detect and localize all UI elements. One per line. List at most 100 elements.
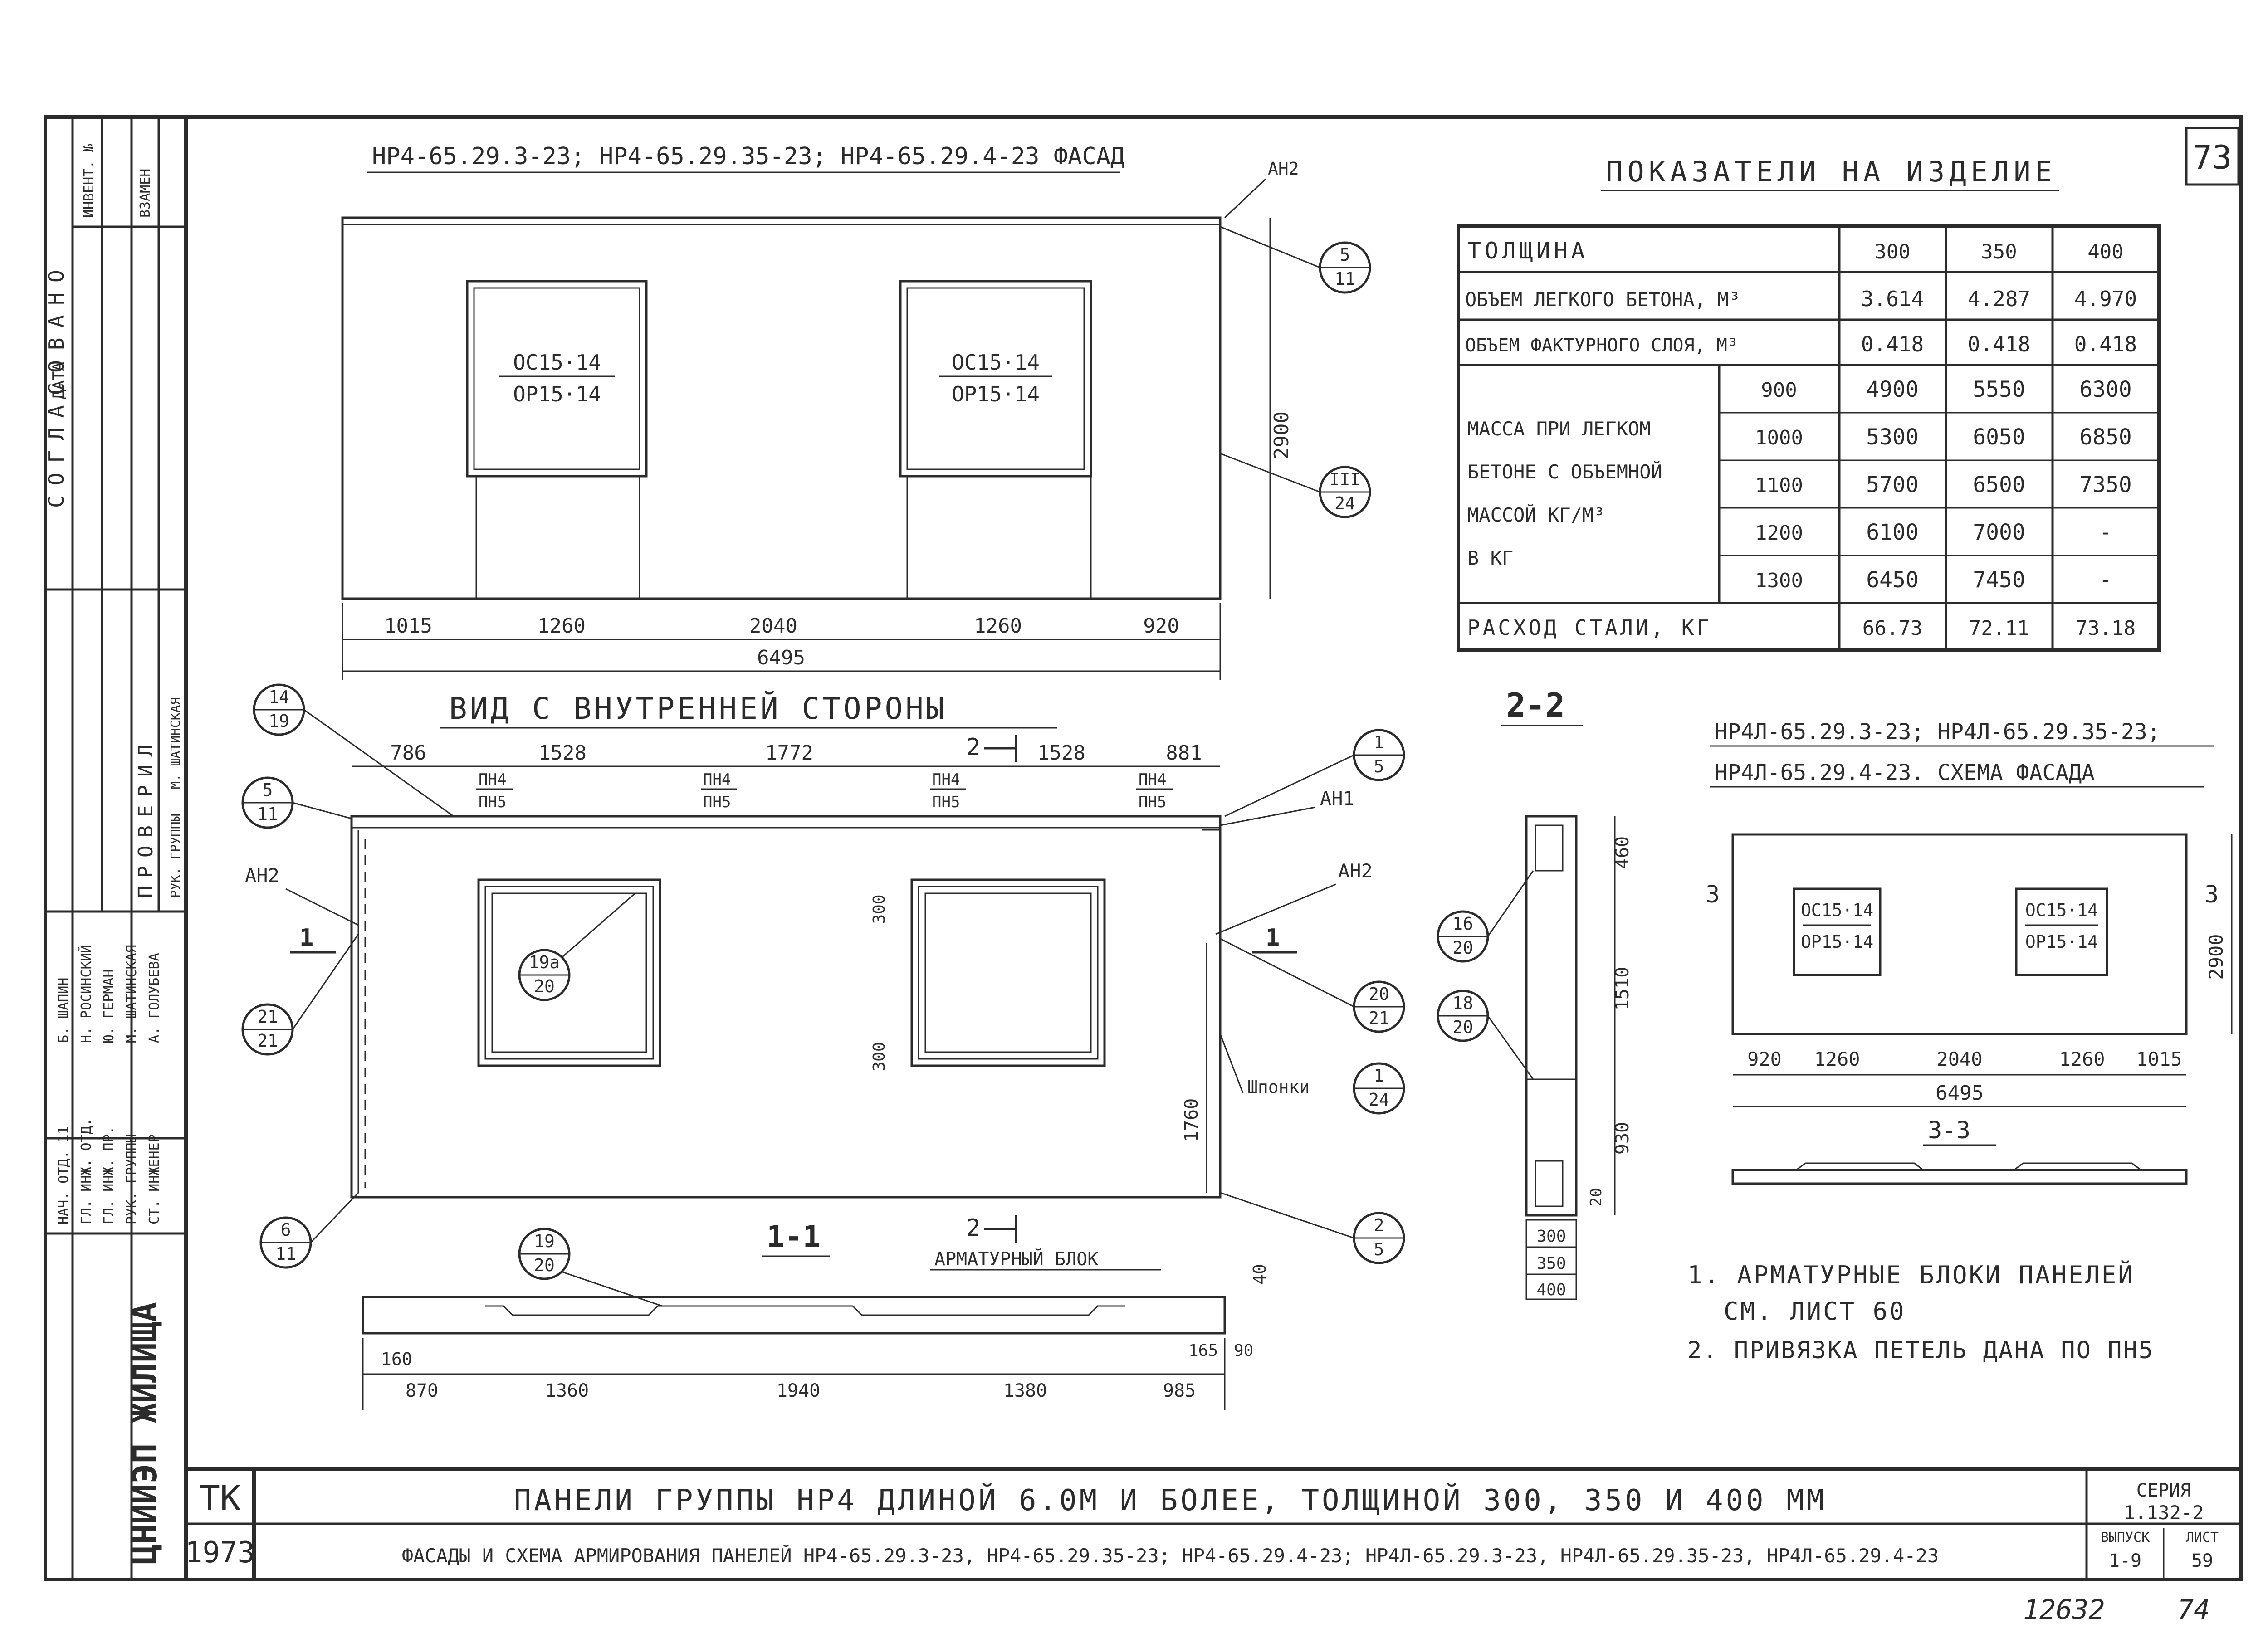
inner-dim: 1528: [538, 741, 587, 765]
sidebar-name: Б. ШАПИН: [56, 978, 72, 1043]
svg-text:5550: 5550: [1973, 377, 2025, 402]
svg-text:5300: 5300: [1866, 424, 1919, 450]
inner-an1: АН1: [1320, 787, 1354, 809]
svg-text:20: 20: [534, 1255, 555, 1275]
svg-text:1000: 1000: [1755, 426, 1803, 449]
facade-dim: 1015: [384, 614, 432, 638]
inner-section-mark: 2: [966, 734, 980, 761]
sidebar-role: НАЧ. ОТД. 11: [56, 1126, 72, 1224]
sidebar-replace: ВЗАМЕН: [137, 169, 153, 218]
svg-text:19а: 19а: [529, 952, 560, 972]
svg-text:300: 300: [1874, 240, 1910, 263]
sidebar-role: РУК. ГРУППЫ: [124, 1134, 140, 1224]
svg-text:21: 21: [257, 1031, 278, 1051]
facade-dim: 920: [1143, 614, 1179, 638]
svg-text:165: 165: [1188, 1341, 1218, 1360]
svg-text:6050: 6050: [1973, 424, 2025, 450]
svg-text:2900: 2900: [2205, 934, 2227, 980]
svg-text:2: 2: [966, 1214, 980, 1242]
facade-window-label: ОС15·14: [513, 350, 601, 375]
svg-text:4.970: 4.970: [2074, 287, 2137, 311]
svg-text:1. АРМАТУРНЫЕ БЛОКИ ПАНЕЛЕЙ: 1. АРМАТУРНЫЕ БЛОКИ ПАНЕЛЕЙ: [1687, 1261, 2135, 1289]
svg-text:1300: 1300: [1755, 569, 1803, 592]
svg-text:24: 24: [1369, 1090, 1389, 1110]
sidebar-check-role: РУК. ГРУППЫ: [168, 814, 183, 898]
facade-view: НР4-65.29.3-23; НР4-65.29.35-23; НР4-65.…: [341, 143, 1371, 680]
svg-text:-: -: [2099, 567, 2112, 593]
section-1-1-title: 1-1: [767, 1219, 821, 1254]
svg-text:24: 24: [1334, 493, 1355, 513]
svg-text:16: 16: [1452, 914, 1473, 934]
svg-text:2. ПРИВЯЗКА ПЕТЕЛЬ ДАНА ПО ПН5: 2. ПРИВЯЗКА ПЕТЕЛЬ ДАНА ПО ПН5: [1687, 1337, 2154, 1364]
svg-text:1260: 1260: [1814, 1048, 1860, 1070]
svg-text:73.18: 73.18: [2076, 617, 2136, 640]
svg-text:ПН5: ПН5: [1139, 793, 1166, 811]
svg-text:1015: 1015: [2136, 1048, 2182, 1070]
svg-text:ПН5: ПН5: [479, 793, 506, 811]
inner-an2-left: АН2: [245, 864, 279, 887]
facade-title: НР4-65.29.3-23; НР4-65.29.35-23; НР4-65.…: [372, 143, 1124, 170]
svg-text:ПН4: ПН4: [932, 770, 960, 789]
svg-text:985: 985: [1163, 1380, 1196, 1401]
titleblock-line2: ФАСАДЫ И СХЕМА АРМИРОВАНИЯ ПАНЕЛЕЙ НР4-6…: [402, 1544, 1939, 1567]
facade-window-left: [466, 280, 648, 478]
svg-text:ПН5: ПН5: [703, 793, 731, 811]
svg-text:19: 19: [534, 1231, 555, 1251]
svg-text:930: 930: [1612, 1122, 1633, 1155]
svg-text:1360: 1360: [545, 1380, 589, 1401]
svg-text:1.132-2: 1.132-2: [2123, 1501, 2204, 1524]
svg-text:ЛИСТ: ЛИСТ: [2186, 1530, 2219, 1545]
svg-text:11: 11: [275, 1244, 296, 1264]
svg-text:В КГ: В КГ: [1467, 547, 1513, 569]
svg-text:ПН4: ПН4: [703, 770, 731, 789]
svg-text:20: 20: [1587, 1188, 1605, 1207]
svg-text:350: 350: [1981, 240, 2017, 263]
inner-section-1-left: 1: [299, 924, 313, 951]
scheme-panel: [1731, 833, 2188, 1035]
svg-text:6300: 6300: [2079, 377, 2132, 402]
svg-text:900: 900: [1761, 379, 1797, 402]
svg-text:350: 350: [1536, 1254, 1566, 1273]
titleblock-code: ТК: [199, 1478, 241, 1518]
svg-text:6: 6: [281, 1220, 291, 1240]
indicators-title: ПОКАЗАТЕЛИ НА ИЗДЕЛИЕ: [1606, 155, 2057, 188]
section-2-2-profile: [1525, 815, 1578, 1217]
sidebar-role: ГЛ. ИНЖ. ОТД.: [78, 1118, 94, 1224]
sidebar-role: ГЛ. ИНЖ. ПР.: [101, 1126, 117, 1224]
svg-text:5: 5: [1340, 245, 1350, 265]
facade-panel: [341, 216, 1222, 600]
svg-text:ТОЛЩИНА: ТОЛЩИНА: [1467, 238, 1589, 264]
notes: 1. АРМАТУРНЫЕ БЛОКИ ПАНЕЛЕЙ СМ. ЛИСТ 60 …: [1687, 1261, 2154, 1364]
svg-text:4.287: 4.287: [1968, 287, 2030, 311]
left-sidebar: СОГЛАСОВАНО ДАТА ИНВЕНТ. № ВЗАМЕН ПРОВЕР…: [44, 117, 188, 1579]
sheet-number: 73: [2193, 138, 2232, 176]
svg-text:6495: 6495: [1936, 1082, 1984, 1105]
sheet-number-box: [2185, 127, 2240, 186]
svg-text:59: 59: [2191, 1550, 2213, 1571]
section-1-1: 1-1 2 АРМАТУРНЫЙ БЛОК 19 20 40 160 165 9…: [362, 1214, 1270, 1410]
inner-title: ВИД С ВНУТРЕННЕЙ СТОРОНЫ: [449, 691, 947, 726]
svg-text:ОР15·14: ОР15·14: [1801, 932, 1873, 952]
svg-text:21: 21: [1369, 1008, 1389, 1028]
svg-text:ОС15·14: ОС15·14: [1801, 900, 1873, 920]
svg-text:1510: 1510: [1612, 967, 1633, 1010]
svg-text:14: 14: [269, 687, 289, 707]
svg-text:40: 40: [1250, 1264, 1270, 1285]
svg-text:1260: 1260: [2059, 1048, 2105, 1070]
svg-text:5700: 5700: [1866, 472, 1919, 497]
facade-window-label: ОР15·14: [513, 382, 601, 406]
svg-text:300: 300: [1536, 1227, 1566, 1246]
sidebar-date: ДАТА: [49, 362, 68, 399]
svg-text:2: 2: [1374, 1215, 1384, 1235]
svg-text:4900: 4900: [1866, 377, 1919, 402]
svg-text:6500: 6500: [1973, 472, 2025, 497]
svg-text:20: 20: [534, 976, 555, 996]
svg-text:11: 11: [257, 804, 278, 824]
svg-text:2040: 2040: [1936, 1048, 1982, 1070]
facade-window-right: [899, 280, 1092, 478]
svg-text:ОС15·14: ОС15·14: [2025, 900, 2098, 920]
svg-text:ПН4: ПН4: [1139, 770, 1166, 789]
svg-text:870: 870: [406, 1380, 438, 1401]
facade-dim: 2040: [749, 614, 797, 638]
